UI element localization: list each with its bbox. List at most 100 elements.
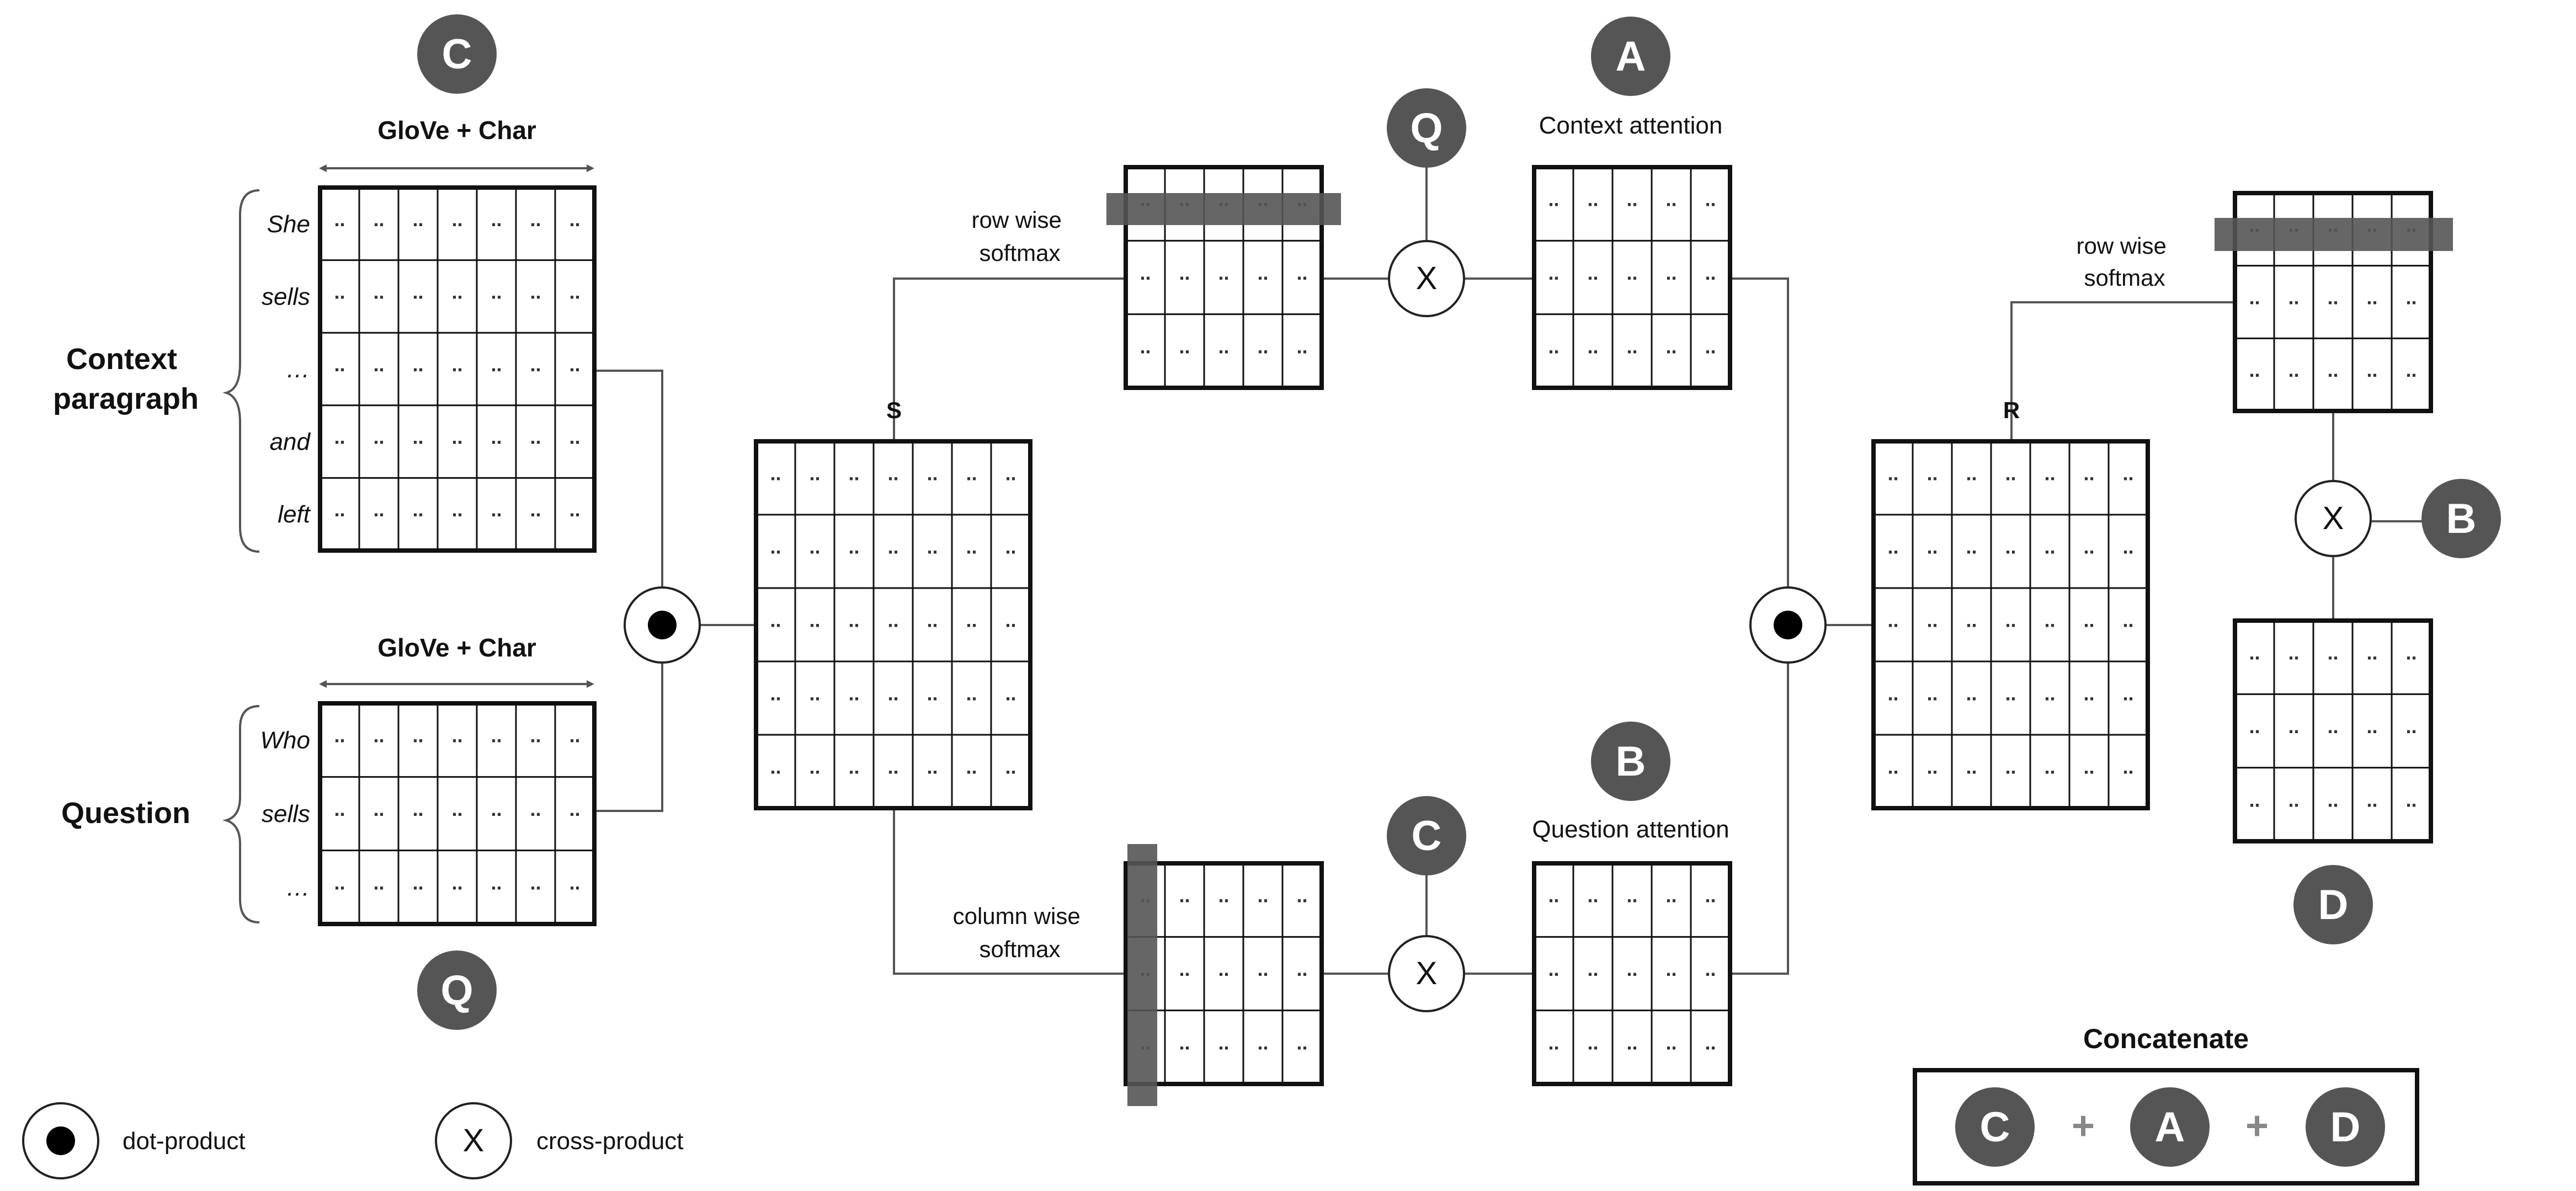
matrix-cell: .. (1587, 884, 1598, 907)
matrix-cell: .. (1626, 335, 1637, 357)
token-label: and (270, 429, 311, 456)
matrix-cell: .. (2122, 682, 2133, 705)
cross-product-op-top: X (1388, 240, 1465, 317)
matrix-cell: .. (1626, 261, 1637, 284)
matrix-cell: .. (569, 724, 580, 747)
context-embedding-matrix: ........................................… (262, 185, 597, 553)
matrix-cell: .. (2083, 609, 2094, 632)
matrix-cell: .. (1926, 756, 1938, 778)
cross-symbol: X (1416, 260, 1438, 296)
matrix-cell: .. (770, 756, 781, 778)
matrix-cell: .. (2249, 642, 2260, 664)
row-softmax-line-2: softmax (979, 240, 1060, 266)
matrix-cell: .. (530, 498, 541, 521)
matrix-cell: .. (491, 724, 502, 747)
matrix-cell: .. (451, 498, 462, 521)
matrix-cell: .. (848, 462, 859, 485)
matrix-cell: .. (334, 498, 345, 521)
matrix-cell: .. (530, 353, 541, 376)
matrix-cell: .. (1548, 261, 1559, 284)
s-to-col-softmax-line (893, 808, 1126, 975)
matrix-cell: .. (2327, 642, 2338, 664)
matrix-cell: .. (569, 798, 580, 820)
matrix-cell: .. (412, 353, 423, 376)
matrix-cell: .. (1887, 682, 1898, 705)
matrix-cell: .. (2005, 536, 2016, 558)
matrix-cell: .. (2405, 715, 2417, 738)
matrix-cell: .. (2249, 286, 2260, 309)
s-similarity-matrix: ........................................… (754, 439, 1032, 810)
matrix-background (1534, 167, 1730, 388)
matrix-cell: .. (887, 536, 898, 558)
matrix-cell: .. (1179, 958, 1190, 980)
matrix-border (754, 439, 1032, 810)
matrix-cell: .. (1218, 261, 1229, 284)
matrix-cell: .. (1705, 335, 1716, 357)
matrix-cell: .. (887, 756, 898, 778)
matrix-cell: .. (491, 498, 502, 521)
matrix-cell: .. (491, 280, 502, 303)
matrix-cell: .. (2083, 462, 2094, 485)
matrix-cell: .. (1705, 884, 1716, 907)
matrix-cell: .. (2327, 715, 2338, 738)
matrix-cell: .. (1966, 756, 1977, 778)
matrix-cell: .. (1926, 609, 1938, 632)
matrix-cell: .. (1966, 609, 1977, 632)
matrix-cell: .. (530, 426, 541, 448)
matrix-cell: .. (887, 609, 898, 632)
matrix-cell: .. (1587, 335, 1598, 357)
cross-symbol: X (1416, 955, 1438, 991)
cross-product-op-right: X (2295, 480, 2372, 557)
matrix-cell: .. (1665, 884, 1676, 907)
matrix-border (318, 185, 597, 553)
glove-char-label-bottom: GloVe + Char (377, 633, 536, 662)
badge-c-top: C (417, 14, 497, 94)
context-brace (222, 189, 260, 553)
matrix-cell: .. (412, 798, 423, 820)
matrix-cell: .. (770, 609, 781, 632)
row-softmax-label-right: row wise softmax (2076, 233, 2173, 291)
token-label: left (278, 501, 311, 528)
badge-c-bottom-cross: C (1387, 796, 1466, 875)
matrix-cell: .. (848, 756, 859, 778)
matrix-cell: .. (412, 871, 423, 894)
matrix-cell: .. (491, 208, 502, 231)
svg-text:Q: Q (440, 967, 473, 1014)
matrix-cell: .. (1705, 188, 1716, 211)
matrix-cell: .. (966, 536, 977, 558)
matrix-cell: .. (927, 462, 938, 485)
context-paragraph-line-2: paragraph (53, 382, 199, 415)
matrix-cell: .. (1548, 188, 1559, 211)
matrix-cell: .. (1218, 335, 1229, 357)
svg-text:D: D (2318, 882, 2349, 928)
matrix-cell: .. (1257, 335, 1268, 357)
matrix-cell: .. (927, 536, 938, 558)
matrix-border (1532, 165, 1732, 390)
matrix-cell: .. (334, 208, 345, 231)
matrix-cell: .. (1966, 462, 1977, 485)
matrix-cell: .. (2005, 682, 2016, 705)
matrix-cell: .. (1587, 1031, 1598, 1054)
svg-text:A: A (2155, 1104, 2185, 1151)
matrix-cell: .. (1548, 958, 1559, 980)
matrix-cell: .. (1665, 958, 1676, 980)
s-to-row-softmax-line (893, 277, 1126, 441)
matrix-cell: .. (966, 609, 977, 632)
matrix-cell: .. (1705, 261, 1716, 284)
matrix-cell: .. (2366, 286, 2377, 309)
svg-text:B: B (2446, 495, 2477, 542)
legend-dot-product-label: dot-product (123, 1128, 246, 1155)
matrix-cell: .. (2366, 359, 2377, 381)
matrix-cell: .. (2405, 642, 2417, 664)
matrix-cell: .. (491, 798, 502, 820)
legend: dot-product X cross-product (22, 1102, 684, 1179)
matrix-cell: .. (887, 462, 898, 485)
matrix-cell: .. (2366, 642, 2377, 664)
matrix-cell: .. (1926, 536, 1938, 558)
token-label: She (267, 211, 310, 238)
matrix-cell: .. (2366, 715, 2377, 738)
context-paragraph-label: Context paragraph (53, 343, 199, 415)
matrix-border (1871, 439, 2150, 810)
context-attention-matrix: .............................. (1532, 165, 1732, 390)
matrix-cell: .. (530, 724, 541, 747)
